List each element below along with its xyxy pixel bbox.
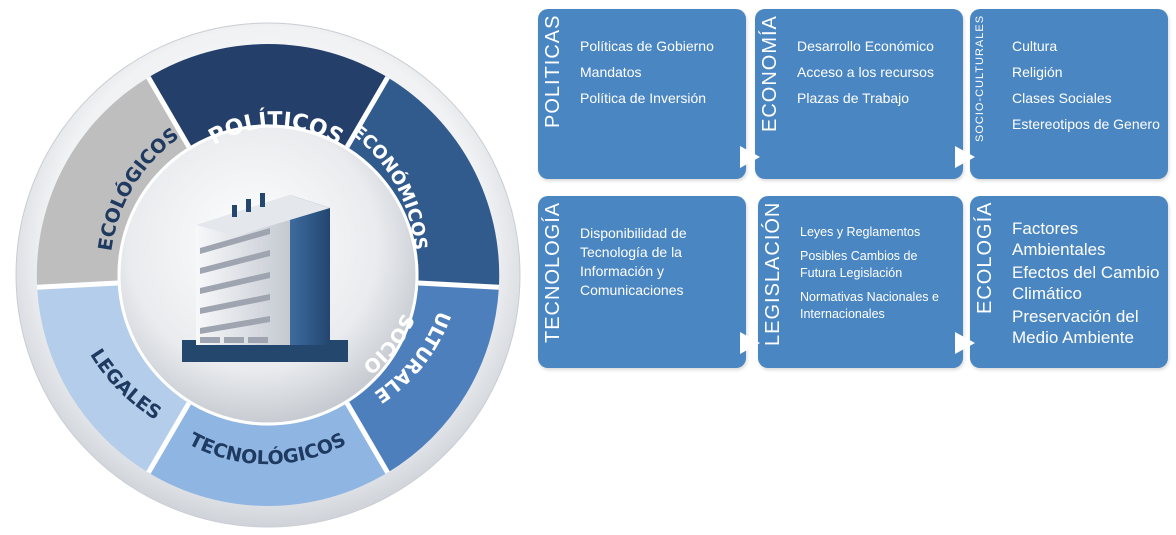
card-economia: ECONOMÍA Desarrollo Económico Acceso a l… — [755, 9, 963, 179]
card-title: SOCIO-CULTURALES — [974, 15, 986, 143]
pestel-wheel: POLÍTICOS ECONÓMICOS SOCIO CULTURALES TE… — [0, 0, 521, 528]
building-icon — [182, 193, 348, 362]
card-tecnologia: TECNOLOGÍA Disponibilidad de Tecnología … — [538, 196, 746, 368]
arrow-right-icon — [740, 332, 760, 354]
card-title: POLITICAS — [542, 15, 564, 129]
card-item: Disponibilidad de Tecnología de la Infor… — [580, 225, 687, 298]
card-legislacion: LEGISLACIÓN Leyes y Reglamentos Posibles… — [758, 196, 963, 368]
card-items: Cultura Religión Clases Sociales Estereo… — [1012, 37, 1162, 141]
segment-socioculturales — [347, 283, 499, 473]
segment-legales — [37, 283, 189, 473]
card-item: Mandatos — [580, 64, 642, 80]
segment-tecnologicos — [148, 403, 388, 506]
card-item: Desarrollo Económico — [797, 38, 934, 54]
card-item: Normativas Nacionales e Internacionales — [800, 290, 939, 321]
card-title: ECONOMÍA — [759, 15, 781, 132]
card-item: Políticas de Gobierno — [580, 38, 714, 54]
card-ecologia: ECOLOGÍA Factores Ambientales Efectos de… — [970, 196, 1168, 368]
card-item: Preservación del Medio Ambiente — [1012, 307, 1139, 347]
segment-ecologicos — [36, 77, 189, 288]
card-items: Leyes y Reglamentos Posibles Cambios de … — [800, 224, 957, 330]
card-item: Clases Sociales — [1012, 90, 1112, 106]
card-items: Factores Ambientales Efectos del Cambio … — [1012, 218, 1162, 350]
card-title: LEGISLACIÓN — [762, 202, 784, 347]
card-items: Políticas de Gobierno Mandatos Política … — [580, 37, 740, 115]
card-politicas: POLITICAS Políticas de Gobierno Mandatos… — [538, 9, 746, 179]
card-item: Política de Inversión — [580, 90, 707, 106]
card-item: Plazas de Trabajo — [797, 90, 910, 106]
card-title: ECOLOGÍA — [974, 202, 996, 315]
card-items: Desarrollo Económico Acceso a los recurs… — [797, 37, 957, 115]
card-item: Acceso a los recursos — [797, 64, 934, 80]
card-item: Leyes y Reglamentos — [800, 225, 921, 239]
card-item: Efectos del Cambio Climático — [1012, 263, 1160, 303]
card-title: TECNOLOGÍA — [542, 202, 564, 344]
card-item: Posibles Cambios de Futura Legislación — [800, 249, 918, 280]
segment-economicos — [347, 77, 500, 288]
card-item: Cultura — [1012, 38, 1058, 54]
segment-dividers — [36, 76, 500, 474]
card-item: Estereotipos de Genero — [1012, 116, 1160, 132]
card-item: Factores Ambientales — [1012, 219, 1106, 259]
card-items: Disponibilidad de Tecnología de la Infor… — [580, 224, 740, 307]
arrow-right-icon — [740, 146, 760, 168]
card-socioculturales: SOCIO-CULTURALES Cultura Religión Clases… — [970, 9, 1168, 179]
card-item: Religión — [1012, 64, 1063, 80]
segment-politicos — [148, 44, 388, 147]
arrow-right-icon — [955, 332, 975, 354]
arrow-right-icon — [955, 146, 975, 168]
